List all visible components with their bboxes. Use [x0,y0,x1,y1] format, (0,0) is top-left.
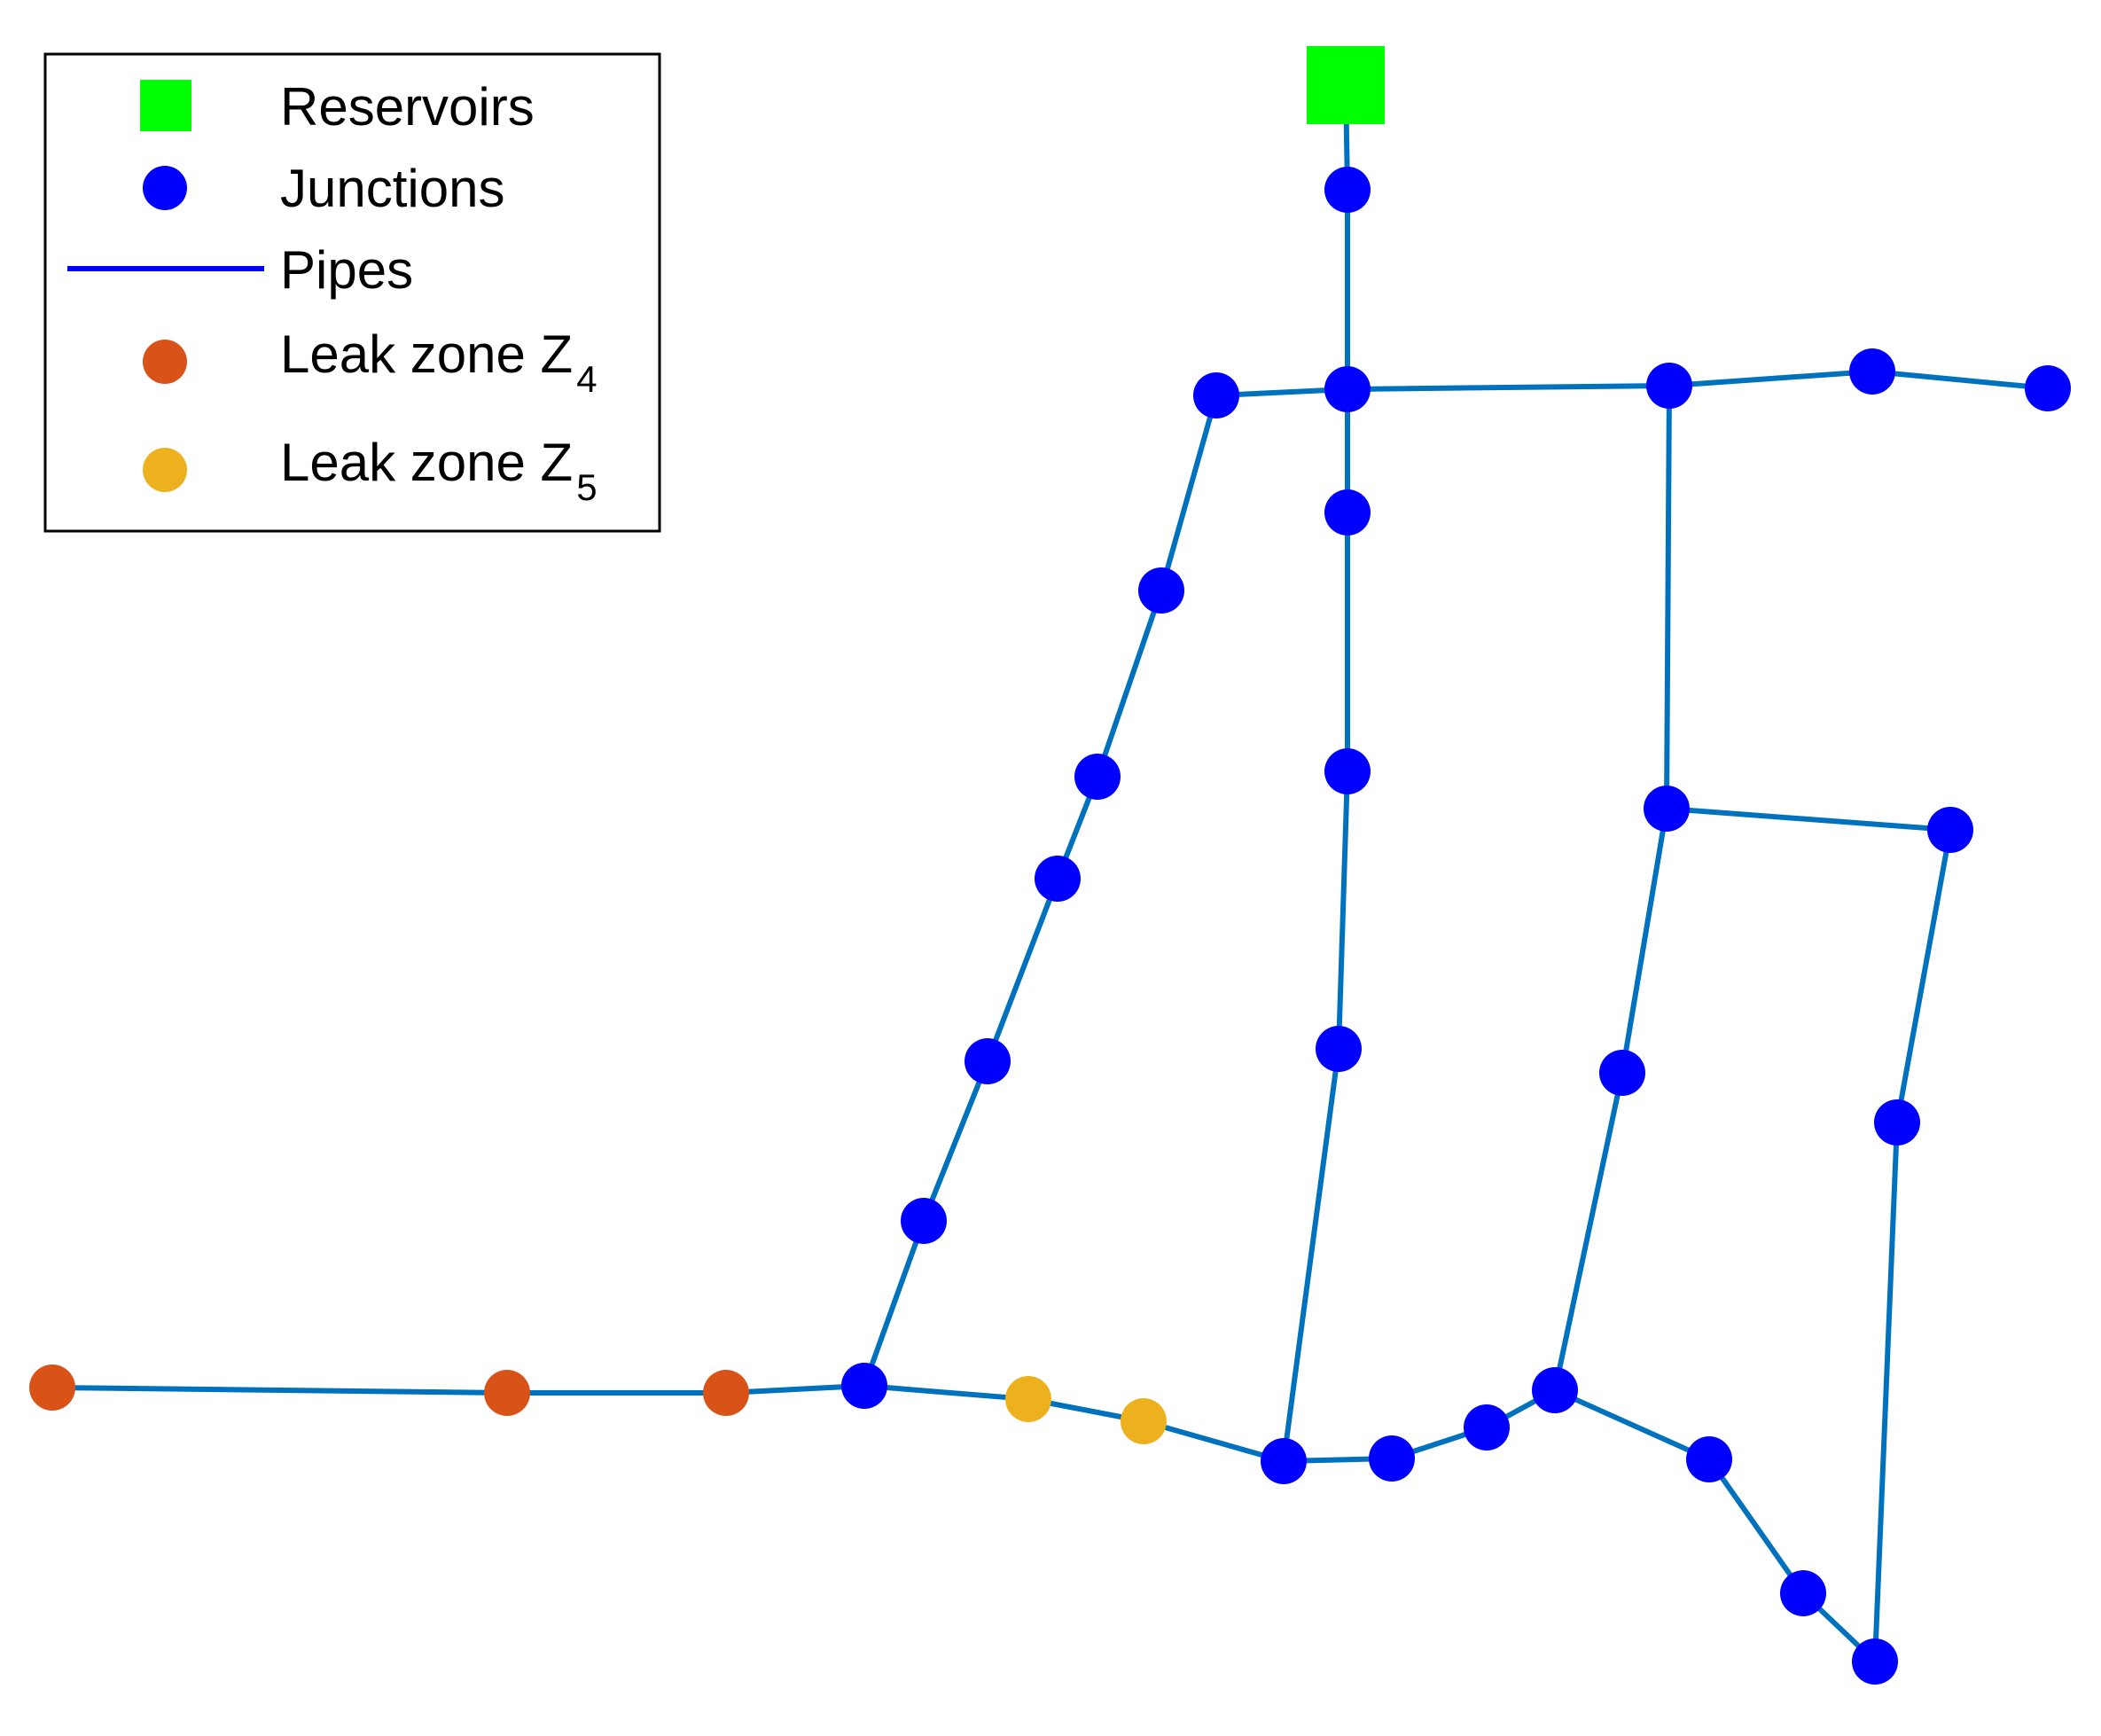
junction-node [1324,167,1371,213]
junction-node [1686,1436,1732,1482]
junction-node [1324,748,1371,794]
leak-zone-z5-node [1121,1398,1167,1444]
legend-label-junctions: Junctions [280,159,504,218]
pipe-J8-J9 [1095,588,1164,779]
junction-node [1035,856,1081,902]
pipe-J4-J20 [1664,383,1672,811]
junction-node [1464,1404,1510,1451]
pipe-J13-Z5a [862,1383,1031,1402]
junction-node [1324,366,1371,412]
leak-zone-z4-node [703,1370,749,1416]
junction-node [1646,363,1692,409]
pipe-J14-J15 [1336,769,1350,1052]
nodes-layer [29,46,2071,1685]
pipe-J2-J4 [1345,383,1672,392]
junction-node [1261,1438,1307,1484]
pipe-J19-J24 [1552,1388,1712,1462]
leak-zone-z5-node [1005,1376,1051,1422]
pipe-J20-J22 [1620,806,1669,1075]
pipe-J20-J21 [1664,806,1953,833]
pipe-J5-J6 [1870,369,2050,391]
pipe-J11-J12 [921,1059,990,1224]
legend-reservoir-marker [140,80,191,131]
pipe-J10-J11 [985,876,1060,1064]
junction-node [1644,786,1690,832]
junction-node [1316,1026,1362,1072]
leak-zone-z4-node [29,1365,75,1411]
leak-zone-z4-node [484,1370,530,1416]
legend-leak-zone-z4-marker [143,340,187,384]
junction-node [1369,1435,1415,1482]
legend-label-reservoirs: Reservoirs [280,77,535,137]
pipe-J21-J23 [1894,827,1953,1125]
pipe-Z4a-Z4b [50,1385,510,1396]
junction-node [841,1363,887,1409]
legend-box [43,52,661,533]
junction-node [1780,1570,1826,1616]
pipe-J24-J25 [1707,1457,1806,1596]
junction-node [1849,348,1895,395]
legend-label-leak-zone-z4: Leak zone Z4 [280,325,597,400]
pipe-J12-J13 [862,1218,926,1388]
junction-node [1138,567,1184,614]
junction-node [1193,372,1239,418]
junction-node [1599,1050,1645,1096]
junction-node [965,1038,1011,1084]
pipe-J4-J5 [1667,369,1875,388]
junction-node [2025,365,2071,411]
legend-label-leak-zone-z5: Leak zone Z5 [280,433,597,508]
pipe-Z5b-J16 [1141,1419,1286,1464]
junction-node [1852,1638,1898,1685]
junction-node [1874,1099,1920,1146]
junction-node [1324,489,1371,536]
junction-node [1074,754,1121,800]
legend-label-pipes: Pipes [280,240,413,300]
legend: Reservoirs Junctions Pipes Leak zone Z4 … [43,52,661,533]
legend-junction-marker [143,166,187,210]
pipe-J22-J19 [1552,1070,1625,1393]
pipe-J3-J8 [1159,393,1219,593]
pipe-J23-J26 [1872,1120,1900,1664]
pipe-J15-J16 [1281,1046,1341,1464]
junction-node [901,1198,947,1244]
junction-node [1532,1367,1578,1413]
legend-leak-zone-z5-marker [143,448,187,492]
reservoir-node [1307,46,1385,124]
pipe-Z4c-J13 [723,1383,867,1396]
junction-node [1927,807,1973,853]
